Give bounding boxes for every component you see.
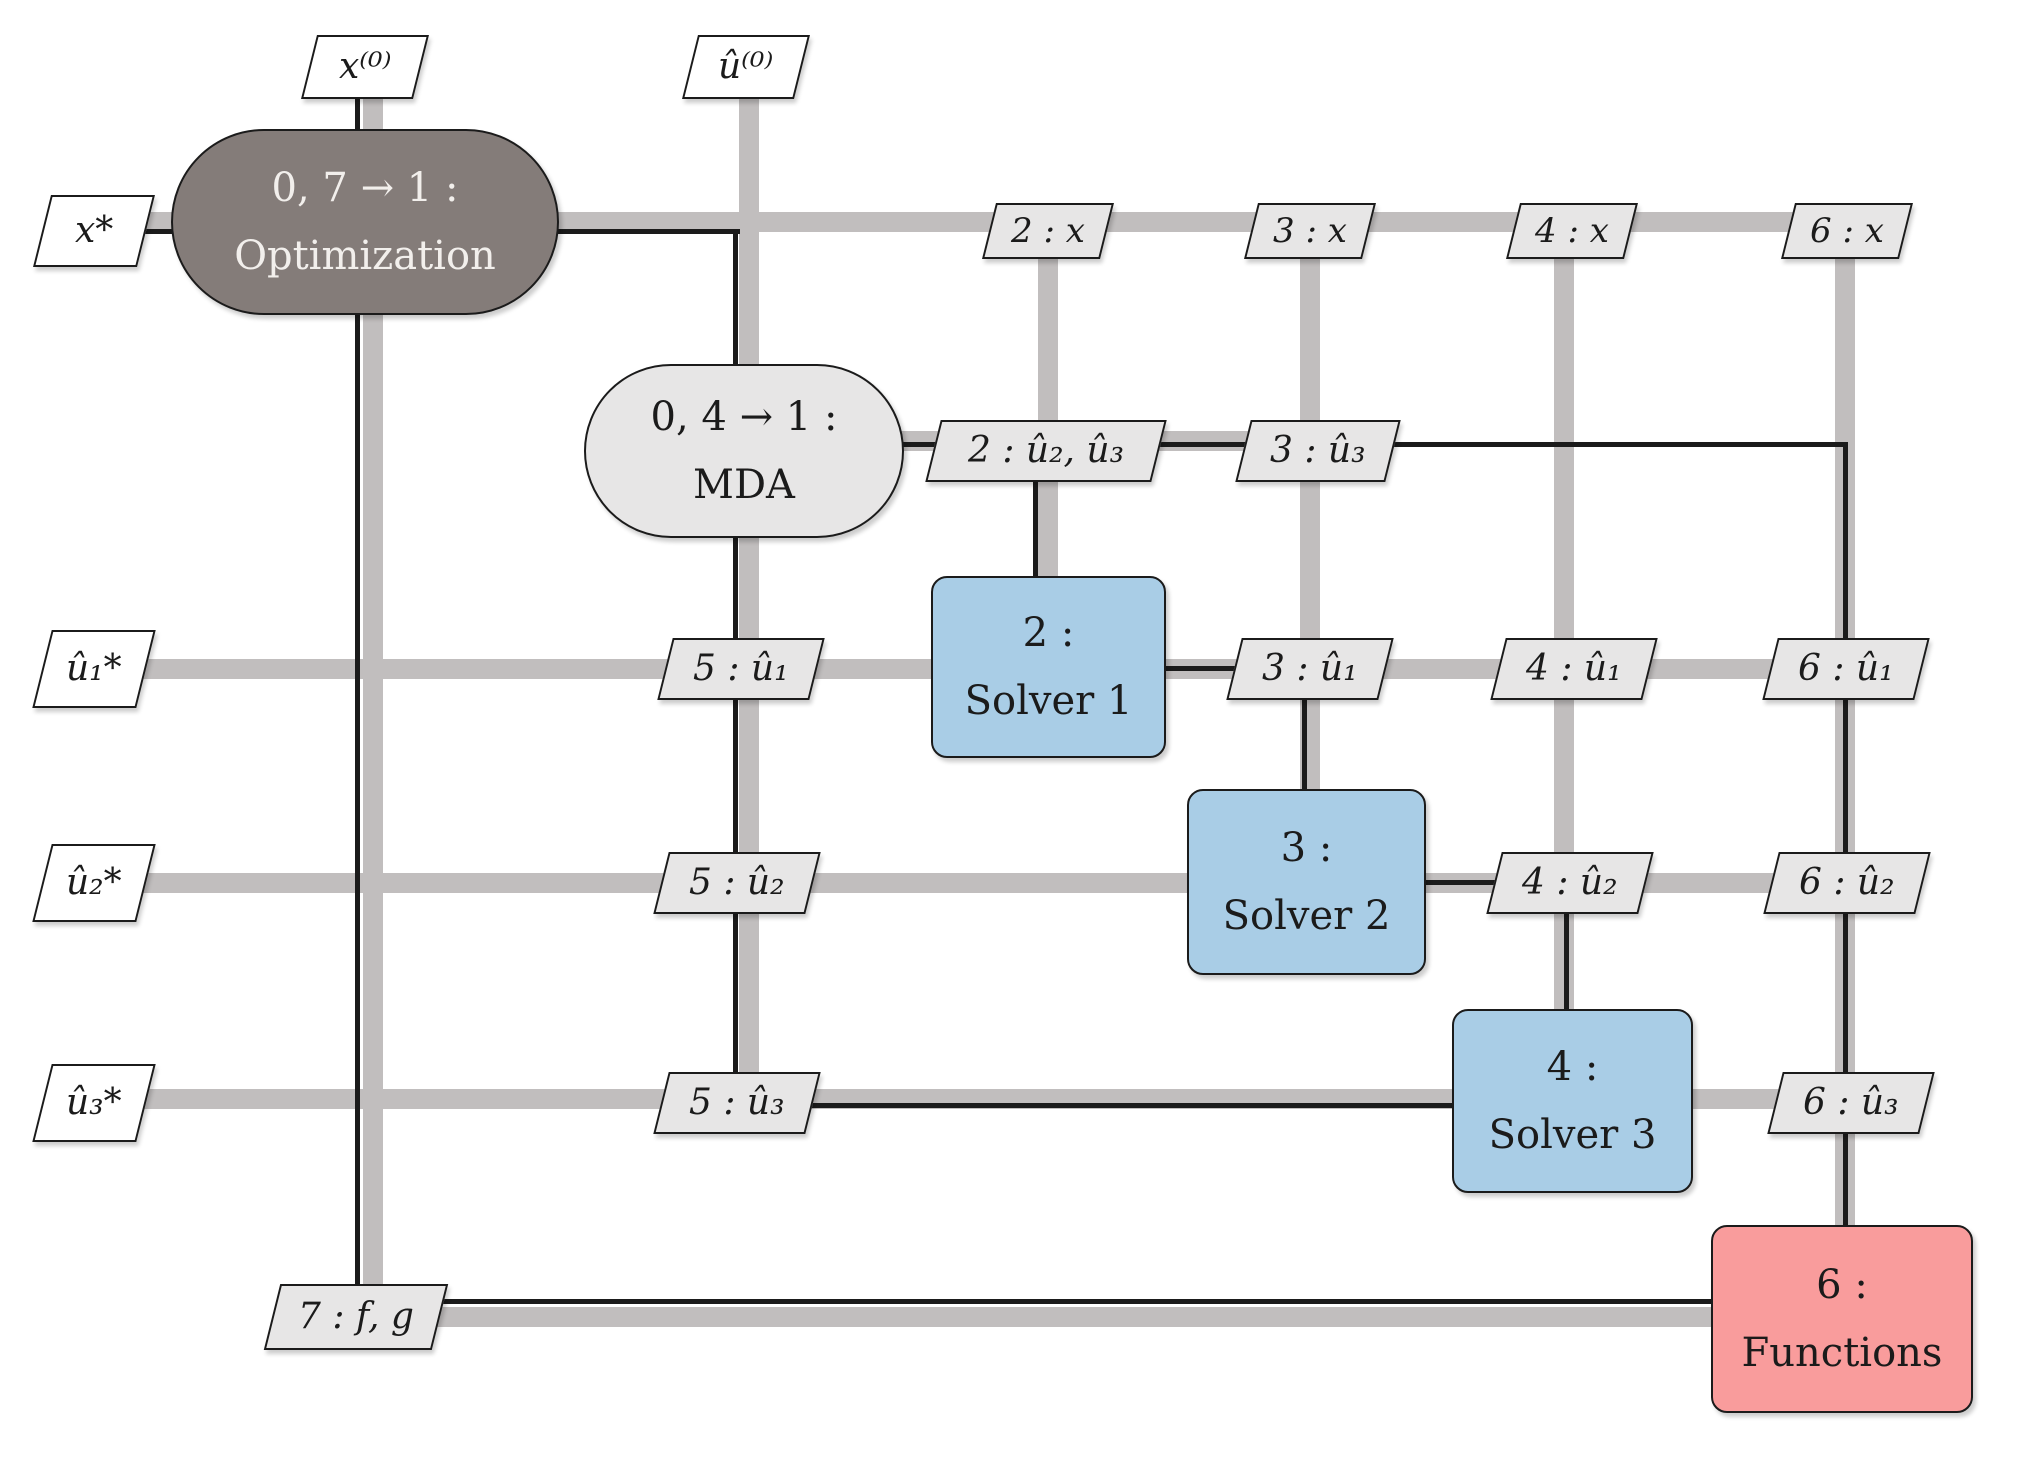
mda-name: MDA <box>693 462 795 508</box>
process-line-to-solver2 <box>1302 672 1307 792</box>
solver3-step: 4 : <box>1546 1044 1599 1090</box>
process-line-solver3-return <box>737 1103 1454 1108</box>
solver3-name: Solver 3 <box>1488 1112 1657 1158</box>
data-line-col-solver1 <box>1038 231 1058 581</box>
node-u3-optimal-label: û₃* <box>66 1082 122 1123</box>
data-node-6-u1-label: 6 : û₁ <box>1798 648 1894 689</box>
data-node-6-u1: 6 : û₁ <box>1762 638 1930 700</box>
data-node-2-u2u3-label: 2 : û₂, û₃ <box>967 430 1125 471</box>
node-u3-optimal: û₃* <box>32 1064 156 1142</box>
node-u1-optimal-label: û₁* <box>66 648 122 689</box>
mda-block: 0, 4 → 1 : MDA <box>584 364 904 538</box>
node-x-initial: x⁽⁰⁾ <box>301 35 429 99</box>
data-node-3-u3: 3 : û₃ <box>1235 420 1401 482</box>
data-node-4-u1: 4 : û₁ <box>1490 638 1658 700</box>
optimization-step: 0, 7 → 1 : <box>271 165 459 211</box>
data-node-3-u1-label: 3 : û₁ <box>1262 648 1358 689</box>
solver1-name: Solver 1 <box>964 678 1133 724</box>
data-node-7-fg-label: 7 : f, g <box>298 1296 414 1337</box>
data-node-5-u1-label: 5 : û₁ <box>693 648 789 689</box>
node-u2-optimal-label: û₂* <box>66 862 122 903</box>
data-node-6-u3: 6 : û₃ <box>1767 1072 1935 1134</box>
process-line-col-functions <box>1843 442 1848 1230</box>
data-node-3-u1: 3 : û₁ <box>1226 638 1394 700</box>
data-node-6x: 6 : x <box>1781 203 1913 259</box>
process-line-opt-right <box>555 229 740 234</box>
data-line-col-solver3 <box>1554 231 1574 1013</box>
node-x-initial-label: x⁽⁰⁾ <box>338 46 392 87</box>
solver1-step: 2 : <box>1022 610 1075 656</box>
data-node-4x-label: 4 : x <box>1535 211 1609 251</box>
data-node-6-u3-label: 6 : û₃ <box>1803 1082 1899 1123</box>
process-line-down-to-mda <box>733 229 738 369</box>
solver2-name: Solver 2 <box>1222 893 1391 939</box>
node-u-initial: û⁽⁰⁾ <box>682 35 810 99</box>
node-x-optimal: x* <box>33 195 155 267</box>
data-node-6-u2: 6 : û₂ <box>1763 852 1931 914</box>
data-node-5-u3-label: 5 : û₃ <box>689 1082 785 1123</box>
node-u1-optimal: û₁* <box>32 630 156 708</box>
data-line-row-fg <box>356 1307 1720 1327</box>
data-node-5-u2-label: 5 : û₂ <box>689 862 785 903</box>
data-node-5-u1: 5 : û₁ <box>657 638 825 700</box>
data-node-6x-label: 6 : x <box>1810 211 1884 251</box>
process-line-x0-opt <box>355 96 360 134</box>
solver1-block: 2 : Solver 1 <box>931 576 1166 758</box>
data-node-4-u1-label: 4 : û₁ <box>1526 648 1622 689</box>
mda-step: 0, 4 → 1 : <box>650 394 838 440</box>
optimization-block: 0, 7 → 1 : Optimization <box>171 129 559 315</box>
process-line-functions-row <box>356 1299 1716 1304</box>
process-line-mda-loop <box>733 536 738 1108</box>
process-line-to-solver1 <box>1033 455 1038 580</box>
solver3-block: 4 : Solver 3 <box>1452 1009 1693 1193</box>
data-node-4x: 4 : x <box>1506 203 1638 259</box>
solver2-step: 3 : <box>1280 825 1333 871</box>
functions-name: Functions <box>1741 1330 1943 1376</box>
node-u2-optimal: û₂* <box>32 844 156 922</box>
process-line-xstar-opt <box>138 229 174 234</box>
optimization-name: Optimization <box>234 233 496 279</box>
data-node-4-u2-label: 4 : û₂ <box>1522 862 1618 903</box>
data-node-3x-label: 3 : x <box>1273 211 1347 251</box>
process-line-to-solver3 <box>1564 886 1569 1012</box>
functions-step: 6 : <box>1816 1262 1868 1308</box>
data-node-3x: 3 : x <box>1244 203 1376 259</box>
data-node-2-u2u3: 2 : û₂, û₃ <box>925 420 1167 482</box>
data-node-3-u3-label: 3 : û₃ <box>1270 430 1366 471</box>
process-line-solver1-right <box>1163 666 1248 671</box>
functions-block: 6 : Functions <box>1711 1225 1973 1413</box>
data-node-6-u2-label: 6 : û₂ <box>1799 862 1895 903</box>
process-line-solver2-right <box>1424 880 1508 885</box>
solver2-block: 3 : Solver 2 <box>1187 789 1426 975</box>
data-node-4-u2: 4 : û₂ <box>1486 852 1654 914</box>
node-u-initial-label: û⁽⁰⁾ <box>718 46 774 87</box>
data-node-5-u3: 5 : û₃ <box>653 1072 821 1134</box>
data-node-7-fg: 7 : f, g <box>263 1284 449 1350</box>
data-node-5-u2: 5 : û₂ <box>653 852 821 914</box>
data-line-col-opt <box>363 99 383 1317</box>
data-node-2x: 2 : x <box>982 203 1114 259</box>
process-line-opt-loop <box>355 313 360 1288</box>
data-node-2x-label: 2 : x <box>1011 211 1085 251</box>
node-x-optimal-label: x* <box>74 210 114 251</box>
data-line-col-mda <box>739 99 759 1104</box>
